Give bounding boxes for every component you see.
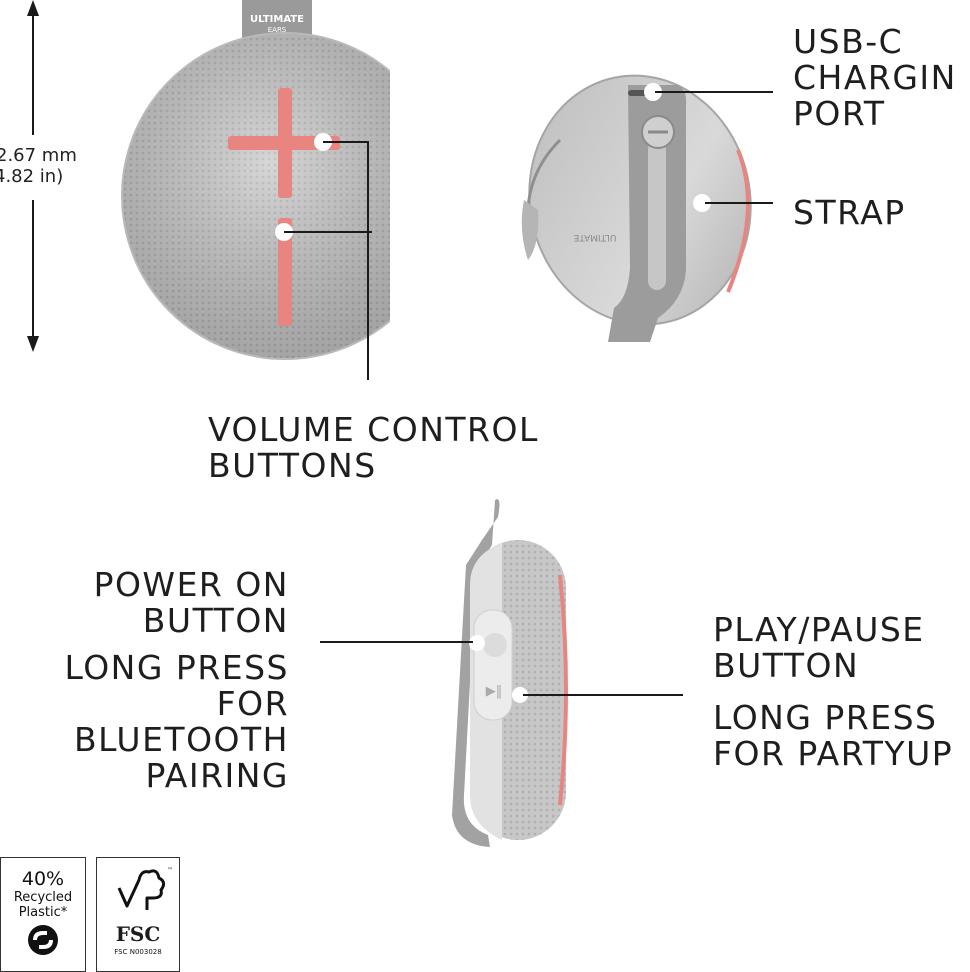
dimension-in: 4.82 in) [0, 166, 64, 187]
svg-text:ULTIMATE: ULTIMATE [573, 232, 616, 242]
volume-label-line1: VOLUME CONTROL [208, 410, 539, 449]
recycle-icon [28, 925, 58, 955]
usb-c-label-line2: CHARGIN [793, 58, 957, 97]
speaker-front-view: ULTIMATE EARS [121, 0, 390, 380]
svg-text:™: ™ [167, 867, 173, 874]
play-label-line2: BUTTON [713, 646, 860, 685]
fsc-badge: ™ FSC FSC N003028 [96, 857, 180, 972]
recycled-line1: Recycled [13, 890, 73, 905]
svg-text:▶‖: ▶‖ [486, 684, 503, 699]
usb-c-label-line1: USB-C [793, 22, 904, 61]
fsc-code: FSC N003028 [114, 948, 162, 956]
fsc-tree-icon: ™ [117, 867, 173, 910]
volume-up-horizontal [228, 136, 340, 150]
side-callout-lines [320, 641, 683, 696]
play-long-line1: LONG PRESS [713, 698, 938, 737]
speaker-back-view: ULTIMATE [521, 74, 752, 342]
back-callout-lines [655, 91, 773, 204]
play-long-line2: FOR PARTYUP [713, 734, 954, 773]
strap-label: STRAP [793, 193, 906, 232]
brand-tag-line2: EARS [268, 26, 287, 34]
power-long-line1: LONG PRESS [64, 648, 289, 687]
brand-tag-line1: ULTIMATE [250, 14, 304, 25]
volume-down-bar [278, 218, 292, 326]
power-label-line1: POWER ON [93, 565, 289, 604]
dimension-mm: 2.67 mm [0, 145, 77, 166]
power-long-line3: BLUETOOTH [74, 720, 289, 759]
dimension-arrow [27, 0, 39, 352]
play-label-line1: PLAY/PAUSE [713, 610, 925, 649]
usb-c-label-line3: PORT [793, 94, 886, 133]
recycled-percent: 40% [21, 868, 65, 890]
speaker-side-view: ▶‖ [452, 499, 568, 847]
recycled-line2: Plastic* [18, 905, 68, 920]
power-long-line4: PAIRING [145, 756, 289, 795]
recycled-plastic-badge: 40% Recycled Plastic* [0, 857, 86, 972]
fsc-label: FSC [115, 922, 161, 946]
power-label-line2: BUTTON [142, 601, 289, 640]
volume-label-line2: BUTTONS [208, 446, 377, 485]
power-long-line2: FOR [216, 684, 289, 723]
